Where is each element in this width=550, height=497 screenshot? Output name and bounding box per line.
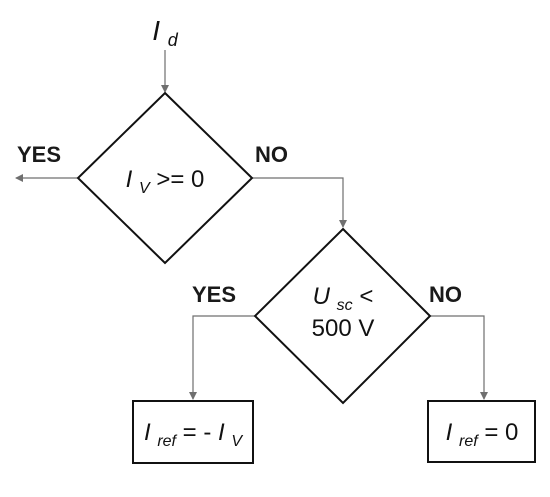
result-yes-lhs-subscript: ref <box>157 433 177 450</box>
decision-2-line-1-symbol: U <box>313 283 331 310</box>
decision-2-diamond <box>253 227 432 405</box>
decision2-no-branch <box>430 315 488 400</box>
result-yes-text: I ref = - I V <box>144 419 243 452</box>
input-label: I d <box>152 15 179 50</box>
result-yes-box <box>132 400 254 464</box>
result-no-lhs-subscript: ref <box>459 433 479 450</box>
result-yes-middle: = - <box>183 419 212 446</box>
decision-2-yes-label: YES <box>192 282 236 307</box>
decision-1-no-label: NO <box>255 142 288 167</box>
decision-1-yes-label: YES <box>17 142 61 167</box>
decision-2-line-1: U sc < <box>313 283 374 316</box>
result-no-lhs-symbol: I <box>446 419 453 446</box>
result-no-box <box>427 400 536 463</box>
decision-1: I V >= 0 <box>76 91 254 265</box>
decision-1-text: I V >= 0 <box>126 166 205 199</box>
decision2-yes-branch <box>189 315 255 400</box>
result-no-box-group: I ref = 0 <box>427 400 536 463</box>
decision-1-diamond <box>76 91 254 265</box>
decision1-no-branch <box>252 177 347 228</box>
decision-1-lhs-subscript: V <box>139 180 151 197</box>
input-subscript: d <box>168 30 179 50</box>
decision-2-no-label: NO <box>429 282 462 307</box>
result-yes-lhs-symbol: I <box>144 419 151 446</box>
connectors <box>15 50 488 400</box>
decision-1-lhs-symbol: I <box>126 166 133 193</box>
decision-2: U sc < 500 V <box>253 227 432 405</box>
result-yes-rhs-subscript: V <box>231 433 243 450</box>
input-symbol: I <box>152 15 160 46</box>
decision-1-operator-value: >= 0 <box>156 166 204 193</box>
result-no-text: I ref = 0 <box>446 419 519 452</box>
decision-2-line-1-operator: < <box>359 283 373 310</box>
decision-2-line-2: 500 V <box>312 315 375 342</box>
input-symbol-text: I d <box>152 15 179 50</box>
decision-2-line-1-subscript: sc <box>337 297 353 314</box>
result-no-rhs: = 0 <box>484 419 518 446</box>
result-yes-box-group: I ref = - I V <box>132 400 254 464</box>
result-yes-rhs-symbol: I <box>218 419 225 446</box>
